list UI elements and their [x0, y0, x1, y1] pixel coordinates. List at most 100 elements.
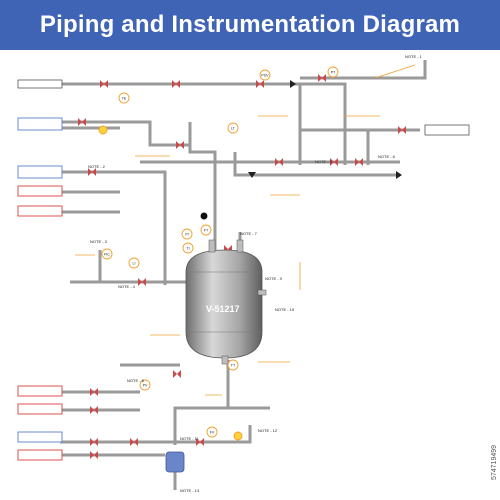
pipe-left-feed-a — [60, 120, 192, 147]
vessel-nozzle — [236, 239, 244, 253]
valve-icon — [90, 438, 98, 446]
connector-box — [17, 385, 63, 397]
svg-text:NOTE - 12: NOTE - 12 — [258, 428, 278, 433]
valve-icon — [90, 406, 98, 414]
valve-icon — [275, 158, 283, 166]
connector-box — [17, 79, 63, 89]
pipe-mid-right — [233, 152, 400, 177]
svg-text:LT: LT — [231, 127, 236, 131]
svg-text:NOTE - 13: NOTE - 13 — [180, 488, 200, 493]
title-bar: Piping and Instrumentation Diagram — [0, 0, 500, 50]
instrument-tags: PSV PT TE LT PI TI FT FIC LI PV TT FV — [104, 71, 336, 435]
valve-icon — [173, 370, 181, 378]
note-leaders — [75, 64, 416, 396]
instrument-bubble — [206, 426, 218, 438]
offpage-connectors — [17, 79, 470, 461]
valve-icon — [100, 80, 108, 88]
pipe-top-right — [300, 82, 347, 165]
svg-text:TT: TT — [231, 364, 236, 368]
svg-text:FV: FV — [210, 431, 215, 435]
vessel-nozzle — [208, 239, 216, 253]
connector-box — [17, 165, 63, 179]
svg-text:NOTE - 1: NOTE - 1 — [405, 54, 423, 59]
valve-icon — [78, 118, 86, 126]
instrument-bubble — [182, 242, 194, 254]
valves — [78, 74, 406, 459]
valve-icon — [196, 438, 204, 446]
filter-housing — [165, 451, 185, 473]
page-title: Piping and Instrumentation Diagram — [39, 11, 461, 38]
svg-text:NOTE - 6: NOTE - 6 — [378, 154, 396, 159]
note-leader — [374, 64, 416, 79]
instrument-bubble — [327, 66, 339, 78]
flow-arrow-icon — [396, 171, 402, 179]
svg-text:NOTE - 5: NOTE - 5 — [315, 159, 333, 164]
valve-icon — [138, 278, 146, 286]
instrument-bubble — [227, 359, 239, 371]
valve-icon — [130, 438, 138, 446]
instrument-bubble — [233, 431, 243, 441]
flow-arrows — [248, 80, 402, 179]
valve-icon — [88, 168, 96, 176]
reactor-vessel: V-51217 — [185, 239, 267, 365]
svg-text:NOTE - 9: NOTE - 9 — [265, 276, 283, 281]
connector-box — [17, 403, 63, 415]
stock-id: 574719499 — [491, 445, 498, 480]
svg-text:NOTE - 11: NOTE - 11 — [180, 436, 200, 441]
svg-text:NOTE - 7: NOTE - 7 — [240, 231, 258, 236]
vessel-nozzle — [257, 289, 267, 296]
connector-box — [424, 124, 470, 136]
valve-icon — [256, 80, 264, 88]
connector-box — [17, 205, 63, 217]
svg-text:NOTE - 10: NOTE - 10 — [275, 307, 295, 312]
filter-unit — [165, 451, 185, 473]
connector-box — [17, 185, 63, 197]
svg-text:FT: FT — [204, 229, 209, 233]
instrument-bubble — [200, 212, 208, 220]
instrument-bubble — [98, 125, 108, 135]
svg-text:FIC: FIC — [104, 253, 110, 257]
vessel-nozzle — [221, 355, 229, 365]
svg-text:PT: PT — [331, 71, 336, 75]
svg-text:PV: PV — [143, 384, 148, 388]
svg-text:TI: TI — [186, 247, 189, 251]
svg-text:LI: LI — [133, 262, 136, 266]
connector-box — [17, 431, 63, 443]
instrument-bubble — [101, 248, 113, 260]
instrument-bubble — [227, 122, 239, 134]
valve-icon — [318, 74, 326, 82]
pipe-vessel-outlet — [173, 360, 230, 445]
valve-icon — [355, 158, 363, 166]
instrument-bubble — [139, 379, 151, 391]
instrument-bubble — [128, 257, 140, 269]
instruments — [98, 66, 339, 441]
svg-text:NOTE - 8: NOTE - 8 — [127, 378, 145, 383]
valve-icon — [90, 388, 98, 396]
svg-text:NOTE - 4: NOTE - 4 — [118, 284, 136, 289]
pipe-top-header — [60, 82, 302, 165]
pipe-feed-riser — [188, 122, 217, 265]
instrument-bubble — [200, 224, 212, 236]
connector-box — [17, 117, 63, 131]
pipe-left-feed-c — [60, 170, 167, 285]
valve-icon — [90, 451, 98, 459]
svg-text:PI: PI — [185, 233, 188, 237]
pipe-top-upper — [300, 60, 427, 80]
svg-text:NOTE - 3: NOTE - 3 — [90, 239, 108, 244]
svg-text:TE: TE — [122, 97, 127, 101]
vessel-id: V-51217 — [206, 304, 240, 314]
connector-box — [17, 449, 63, 461]
flow-arrow-icon — [290, 80, 296, 88]
instrument-bubble — [118, 92, 130, 104]
svg-text:NOTE - 2: NOTE - 2 — [88, 164, 106, 169]
valve-icon — [176, 141, 184, 149]
valve-icon — [398, 126, 406, 134]
pipe-notes: NOTE - 1 NOTE - 2 NOTE - 3 NOTE - 4 NOTE… — [88, 54, 423, 493]
instrument-bubble — [181, 228, 193, 240]
valve-icon — [330, 158, 338, 166]
valve-icon — [172, 80, 180, 88]
svg-text:PSV: PSV — [261, 74, 269, 78]
instrument-bubble — [259, 69, 271, 81]
